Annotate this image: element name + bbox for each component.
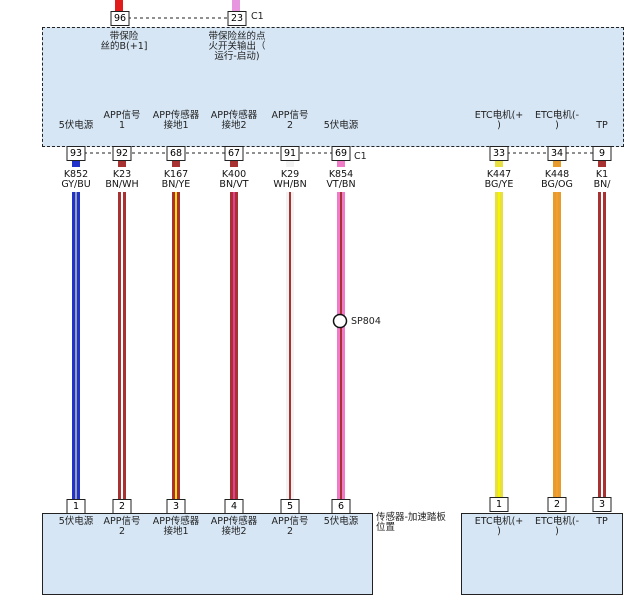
ecm-pin-label-3: APP传感器 接地2 (210, 110, 258, 131)
wire-color-8: BN/ (593, 179, 611, 190)
top-pin-96-label: 带保险 丝的B(+1] (100, 31, 148, 52)
ecm-pin-label-8: TP (596, 120, 608, 131)
wire-color-4: WH/BN (273, 179, 307, 190)
wire-stub-k854 (337, 160, 345, 167)
wire-code-5: K854 (328, 169, 354, 180)
top-connector-tag: C1 (251, 11, 264, 22)
ecm-pin-label-2: APP传感器 接地1 (152, 110, 200, 131)
wiring-diagram: 96 23 C1 带保险 丝的B(+1] 带保险丝的点 火开关输出（ 运行-启动… (42, 0, 624, 595)
wire-stripe-k23 (121, 192, 123, 502)
wire-code-3: K400 (221, 169, 247, 180)
wire-code-7: K448 (544, 169, 570, 180)
etc-pin-label-2: TP (596, 516, 608, 527)
wire-code-1: K23 (112, 169, 132, 180)
sensor-pin-4: 5 (280, 499, 300, 514)
wire-stub-23 (232, 0, 240, 12)
wire-stub-k167 (172, 160, 180, 167)
splice-marker (332, 313, 348, 329)
ecm-pin-5: 69 (331, 146, 351, 161)
wire-color-3: BN/VT (219, 179, 249, 190)
wire-code-8: K1 (595, 169, 609, 180)
etc-pin-label-0: ETC电机(+ ) (474, 516, 524, 537)
wire-stripe-k29 (289, 192, 291, 502)
sensor-pin-label-4: APP信号 2 (271, 516, 309, 537)
sensor-accel-pedal-box (42, 513, 373, 595)
ecm-pin-label-4: APP信号 2 (271, 110, 309, 131)
wire-stub-k852 (72, 160, 80, 167)
splice-label: SP804 (351, 316, 381, 327)
sensor-pin-5: 6 (331, 499, 351, 514)
wire-stripe-k854 (340, 192, 342, 502)
etc-pin-0: 1 (489, 497, 509, 512)
sensor-pin-1: 2 (112, 499, 132, 514)
sensor-pin-0: 1 (66, 499, 86, 514)
wire-stub-k447 (495, 160, 503, 167)
ecm-module-box (42, 27, 624, 147)
sensor-pin-label-0: 5伏电源 (58, 516, 94, 527)
ecm-pin-0: 93 (66, 146, 86, 161)
top-pin-96: 96 (110, 11, 130, 26)
ecm-connector-tag: C1 (354, 151, 367, 162)
ecm-pin-label-7: ETC电机(- ) (534, 110, 580, 131)
wire-color-6: BG/YE (484, 179, 514, 190)
ecm-pin-1: 92 (112, 146, 132, 161)
sensor-pin-label-5: 5伏电源 (323, 516, 359, 527)
wire-color-2: BN/YE (161, 179, 191, 190)
wire-color-7: BG/OG (541, 179, 573, 190)
wire-code-0: K852 (63, 169, 89, 180)
sensor-name: 传感器-加速踏板 位置 (376, 512, 446, 533)
etc-motor-box (461, 513, 623, 595)
wire-stripe-k400 (233, 192, 235, 502)
ecm-pin-4: 91 (280, 146, 300, 161)
top-pin-23-label: 带保险丝的点 火开关输出（ 运行-启动) (208, 31, 266, 62)
top-pin-23: 23 (227, 11, 247, 26)
wire-color-0: GY/BU (61, 179, 91, 190)
wires-layer (72, 0, 606, 502)
ecm-pin-label-0: 5伏电源 (58, 120, 94, 131)
wire-stub-k448 (553, 160, 561, 167)
wire-stub-k400 (230, 160, 238, 167)
wire-stripe-k1 (601, 192, 603, 502)
ecm-pin-label-6: ETC电机(+ ) (474, 110, 524, 131)
sensor-pin-3: 4 (224, 499, 244, 514)
sensor-pin-2: 3 (166, 499, 186, 514)
wire-stripe-k852 (75, 192, 77, 502)
wire-stub-k1 (598, 160, 606, 167)
ecm-pin-7: 34 (547, 146, 567, 161)
wire-stub-96 (115, 0, 123, 12)
wire-code-2: K167 (163, 169, 189, 180)
sensor-pin-label-3: APP传感器 接地2 (210, 516, 258, 537)
ecm-pin-label-1: APP信号 1 (103, 110, 141, 131)
wire-stripe-k167 (175, 192, 177, 502)
wire-color-5: VT/BN (326, 179, 356, 190)
etc-pin-2: 3 (592, 497, 612, 512)
wire-stripe-k447 (498, 192, 500, 502)
ecm-pin-8: 9 (592, 146, 612, 161)
ecm-pin-3: 67 (224, 146, 244, 161)
ecm-pin-6: 33 (489, 146, 509, 161)
wire-code-6: K447 (486, 169, 512, 180)
sensor-pin-label-2: APP传感器 接地1 (152, 516, 200, 537)
wire-color-1: BN/WH (105, 179, 139, 190)
etc-pin-label-1: ETC电机(- ) (534, 516, 580, 537)
wire-stub-k29 (286, 160, 294, 167)
etc-pin-1: 2 (547, 497, 567, 512)
wire-stripe-k448 (556, 192, 558, 502)
sensor-pin-label-1: APP信号 2 (103, 516, 141, 537)
ecm-pin-2: 68 (166, 146, 186, 161)
ecm-pin-label-5: 5伏电源 (323, 120, 359, 131)
wire-code-4: K29 (280, 169, 300, 180)
wire-stub-k23 (118, 160, 126, 167)
